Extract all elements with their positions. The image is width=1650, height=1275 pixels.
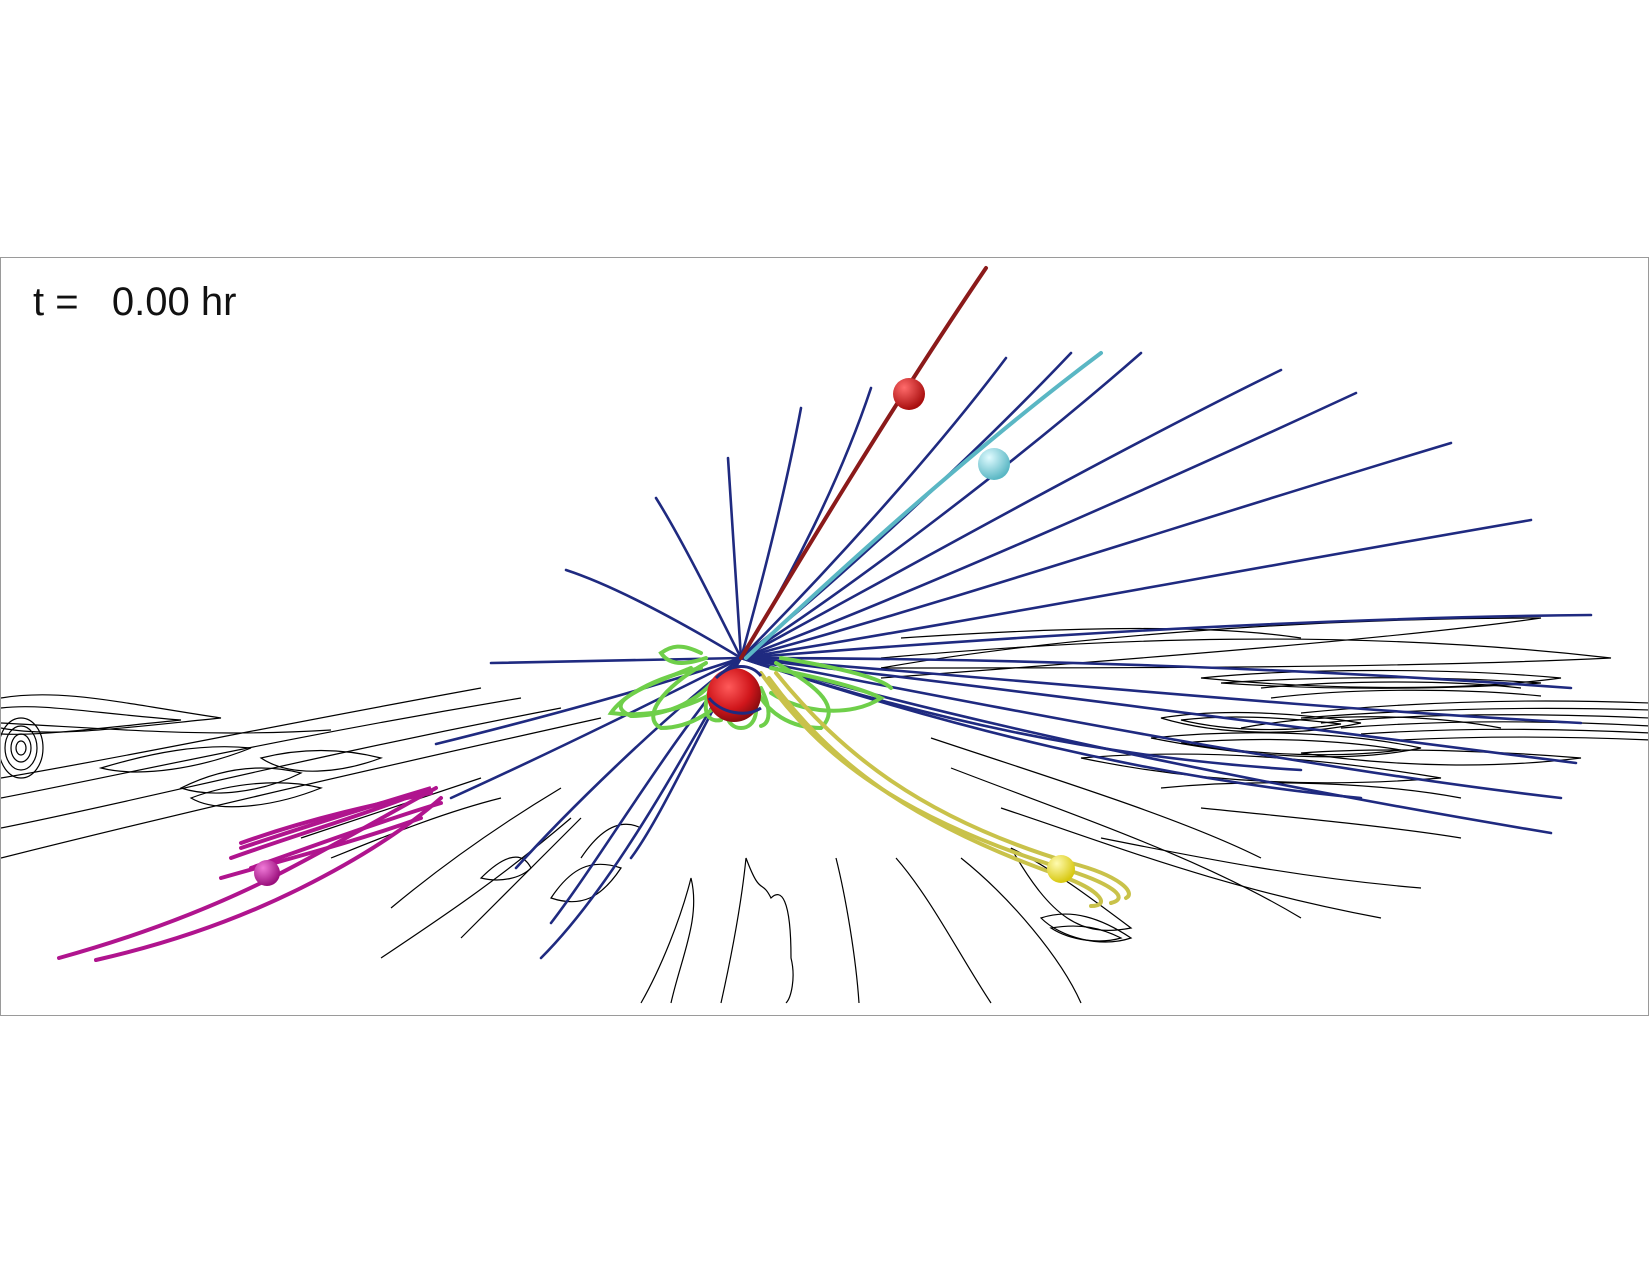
magenta-marker xyxy=(254,860,280,886)
open-field-lines xyxy=(434,351,1593,960)
planet-overlay-lines xyxy=(707,665,763,715)
field-line-scene xyxy=(1,266,1648,1004)
visualization-frame: t = 0.00 hr xyxy=(0,257,1649,1016)
cyan-marker xyxy=(978,448,1010,480)
magenta-tracer-lines xyxy=(57,786,443,962)
yellow-marker xyxy=(1047,855,1075,883)
red-tracer-line xyxy=(739,266,988,660)
time-label: t = 0.00 hr xyxy=(33,280,237,324)
yellow-tracer-lines xyxy=(759,671,1131,908)
red-marker xyxy=(893,378,925,410)
background-contours xyxy=(1,617,1648,1004)
cyan-tracer-line xyxy=(744,351,1103,660)
